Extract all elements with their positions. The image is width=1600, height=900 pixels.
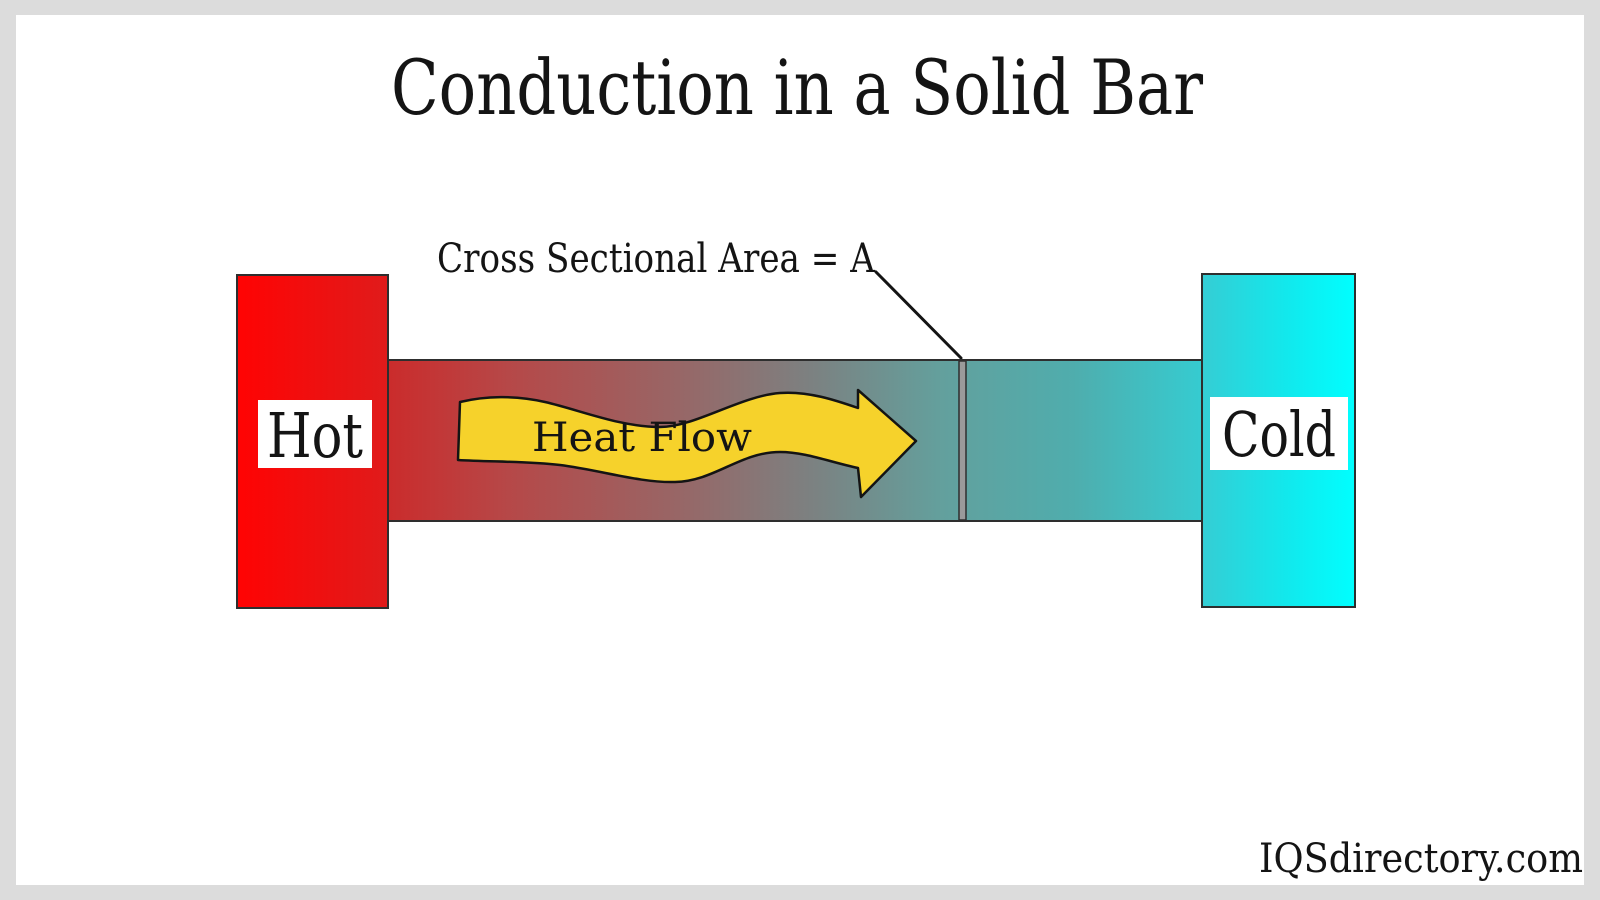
cold-label: Cold bbox=[1222, 398, 1336, 471]
hot-label: Hot bbox=[267, 399, 363, 472]
heat-flow-label: Heat Flow bbox=[532, 415, 752, 461]
cross-section-pointer-line bbox=[874, 270, 963, 360]
cross-section-divider bbox=[958, 360, 967, 521]
hot-label-box bbox=[258, 400, 372, 468]
watermark: IQSdirectory.com bbox=[1259, 836, 1583, 882]
heat-flow-arrow-icon bbox=[456, 388, 918, 499]
page-title: Conduction in a Solid Bar bbox=[391, 43, 1204, 132]
cross-section-label: Cross Sectional Area = A bbox=[437, 236, 876, 282]
cold-label-box bbox=[1210, 397, 1348, 470]
